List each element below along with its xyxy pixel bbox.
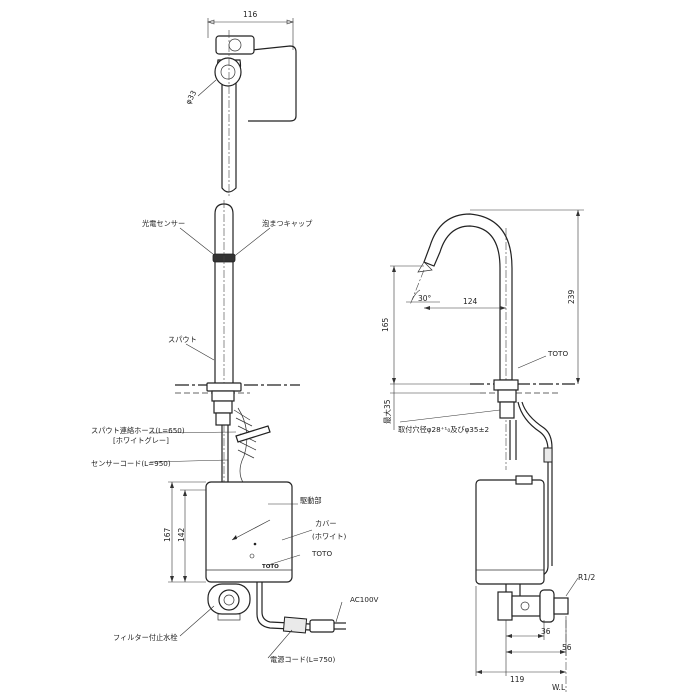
label-spout: スパウト xyxy=(168,335,197,344)
front-labels: 光電センサー 泡まつキャップ スパウト スパウト連絡ホース(L=650) [ホワ… xyxy=(91,219,379,664)
dim-side-119: 119 xyxy=(510,675,525,684)
dim-top-width: 116 xyxy=(243,10,258,19)
dim-spout-reach: 124 xyxy=(463,297,478,306)
label-cover: カバー xyxy=(315,519,337,528)
dim-top-diameter: φ33 xyxy=(184,89,199,106)
dim-angle: 30° xyxy=(418,294,432,303)
label-power-cord: 電源コード(L=750) xyxy=(270,655,335,664)
label-mount-hole: 取付穴径φ28⁺¹₀及びφ35±2 xyxy=(398,425,489,434)
dim-max-thickness: 最大35 xyxy=(382,399,392,424)
dim-side-36: 36 xyxy=(541,627,551,636)
dim-total-height: 239 xyxy=(567,289,576,304)
label-cap: 泡まつキャップ xyxy=(262,219,313,228)
label-hose: スパウト連絡ホース(L=650) xyxy=(91,426,185,435)
label-sensor-cord: センサーコード(L=950) xyxy=(91,459,171,468)
dim-level: W.L xyxy=(552,683,566,692)
dim-thread: R1/2 xyxy=(578,573,596,582)
label-power-spec: AC100V xyxy=(350,595,379,604)
side-view: 124 30° 165 239 最大35 取付穴径φ28⁺¹₀及びφ35±2 T… xyxy=(381,209,596,692)
dim-spout-height: 165 xyxy=(381,317,390,332)
label-filter: フィルター付止水栓 xyxy=(113,633,178,642)
label-cover-color: (ホワイト) xyxy=(312,532,347,541)
top-view: 116 φ33 xyxy=(184,10,297,198)
front-view: TOTO 167 142 xyxy=(149,200,346,659)
side-brand: TOTO xyxy=(547,349,568,358)
label-sensor: 光電センサー xyxy=(142,219,185,228)
front-brand: TOTO xyxy=(262,564,279,570)
dim-box-outer: 167 xyxy=(163,527,172,542)
dim-side-56: 56 xyxy=(562,643,572,652)
label-hose-color: [ホワイトグレー] xyxy=(113,436,169,445)
label-drive: 駆動部 xyxy=(300,496,322,505)
label-brand-side: TOTO xyxy=(311,549,332,558)
dim-box-inner: 142 xyxy=(177,527,186,542)
